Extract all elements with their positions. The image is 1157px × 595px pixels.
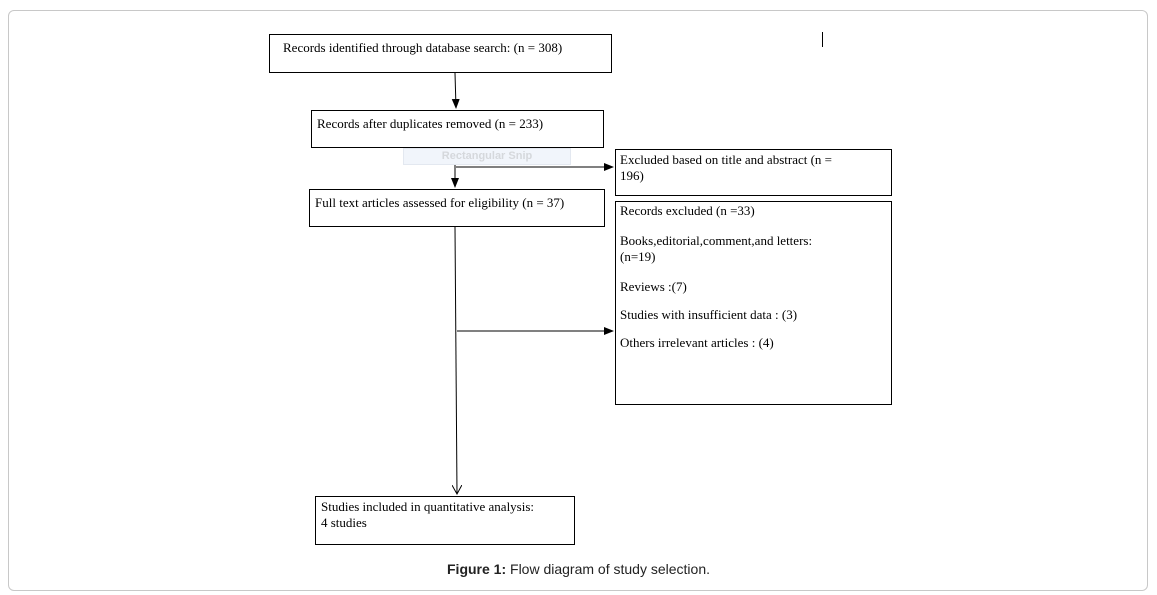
records-excluded-box: Records excluded (n =33) Books,editorial… bbox=[615, 201, 892, 405]
excluded-title-abstract-box: Excluded based on title and abstract (n … bbox=[615, 149, 892, 196]
records-identified-text: Records identified through database sear… bbox=[283, 40, 563, 55]
excluded-insufficient-data: Studies with insufficient data : (3) bbox=[620, 307, 798, 322]
excluded-reviews: Reviews :(7) bbox=[620, 279, 687, 294]
studies-included-box: Studies included in quantitative analysi… bbox=[315, 496, 575, 545]
full-text-assessed-box: Full text articles assessed for eligibil… bbox=[309, 189, 605, 227]
caption-label: Figure 1: bbox=[447, 561, 507, 577]
records-after-duplicates-text: Records after duplicates removed (n = 23… bbox=[317, 116, 544, 131]
studies-included-line1: Studies included in quantitative analysi… bbox=[321, 499, 535, 514]
excluded-books-line2: (n=19) bbox=[620, 249, 656, 264]
records-identified-box: Records identified through database sear… bbox=[269, 34, 612, 73]
excluded-title-abstract-line2: 196) bbox=[620, 168, 644, 183]
excluded-title-abstract-line1: Excluded based on title and abstract (n … bbox=[620, 152, 833, 167]
excluded-irrelevant: Others irrelevant articles : (4) bbox=[620, 335, 774, 350]
figure-frame bbox=[8, 10, 1148, 591]
excluded-books-line1: Books,editorial,comment,and letters: bbox=[620, 233, 813, 248]
text-cursor bbox=[822, 32, 823, 47]
arrow-fulltext-to-included bbox=[455, 226, 457, 494]
studies-included-line2: 4 studies bbox=[321, 515, 367, 530]
figure-caption: Figure 1: Flow diagram of study selectio… bbox=[0, 561, 1157, 577]
records-after-duplicates-box: Records after duplicates removed (n = 23… bbox=[311, 110, 604, 148]
arrow-identified-to-duplicates bbox=[451, 72, 460, 109]
caption-text: Flow diagram of study selection. bbox=[510, 561, 710, 577]
records-excluded-header: Records excluded (n =33) bbox=[620, 203, 755, 218]
snip-overlay-label: Rectangular Snip bbox=[403, 148, 571, 165]
full-text-assessed-text: Full text articles assessed for eligibil… bbox=[315, 195, 565, 210]
